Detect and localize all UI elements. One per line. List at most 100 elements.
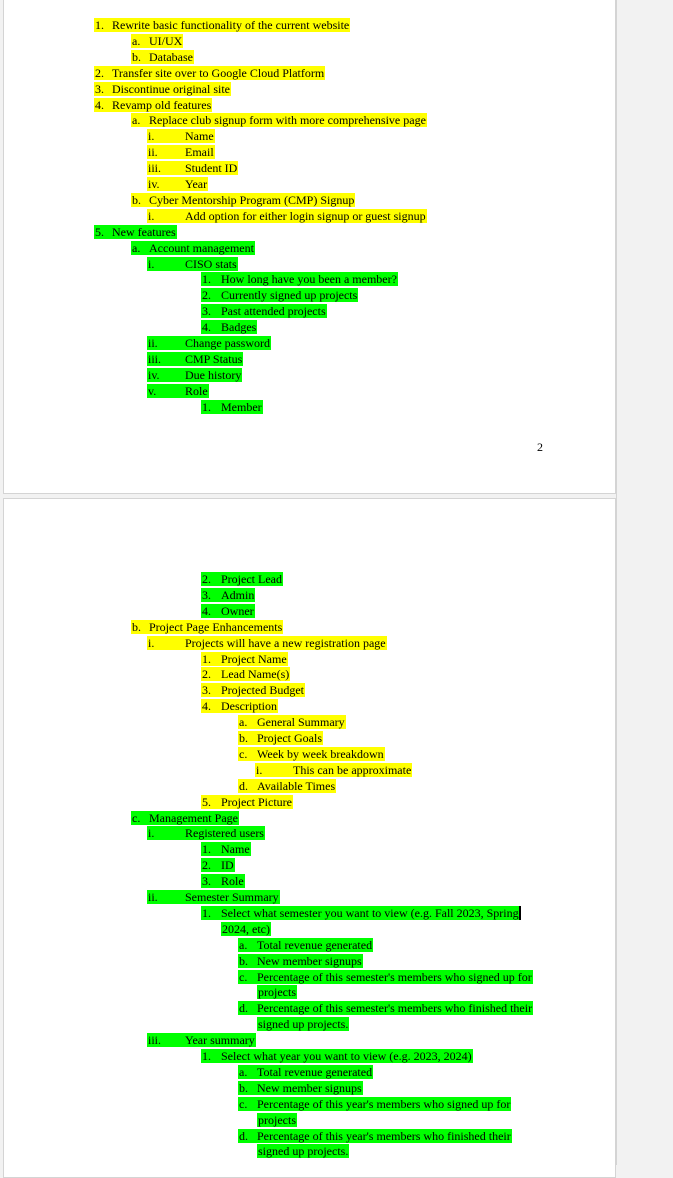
list-item: iii.Year summary	[147, 1032, 256, 1048]
highlighted-text: c.Percentage of this semester's members …	[238, 969, 533, 984]
list-item-text: Description	[221, 699, 277, 714]
list-item: c.Management Page	[131, 810, 239, 826]
list-item-text: Role	[221, 874, 244, 889]
list-item-text: New member signups	[257, 953, 362, 968]
list-marker: 2.	[202, 858, 211, 873]
highlighted-text: iii.Year summary	[147, 1033, 256, 1048]
list-item-text: Projects will have a new registration pa…	[185, 635, 386, 650]
highlighted-text: c.Management Page	[131, 810, 239, 825]
list-marker: a.	[239, 715, 248, 730]
list-marker: i.	[148, 208, 155, 223]
list-item: 3.Discontinue original site	[94, 81, 231, 97]
list-item: iv.Year	[147, 176, 209, 192]
list-item-text: Revamp old features	[112, 97, 212, 112]
list-item-text: signed up projects.	[258, 1017, 349, 1032]
list-item-text: Rewrite basic functionality of the curre…	[112, 18, 350, 32]
highlighted-text: b.Project Goals	[238, 731, 323, 745]
list-item-text: Project Goals	[257, 731, 322, 745]
highlighted-text: ii.Change password	[147, 336, 271, 350]
list-item: 4. Revamp old features	[94, 97, 213, 113]
list-item: b.New member signups	[238, 1080, 363, 1096]
highlighted-text: 5.Project Picture	[201, 794, 293, 809]
list-item-text: Due history	[185, 367, 242, 382]
highlighted-text: d.Percentage of this semester's members …	[238, 1001, 534, 1016]
list-item-text: Email	[185, 145, 214, 160]
list-marker: iv.	[148, 367, 160, 382]
list-item: 2.Currently signed up projects	[201, 287, 359, 303]
list-item: c.Percentage of this semester's members …	[238, 969, 533, 985]
list-item-text: New member signups	[257, 1080, 362, 1095]
list-item-text: Projected Budget	[221, 683, 304, 698]
list-item-text: Lead Name(s)	[221, 667, 290, 682]
list-item: 4.Description	[201, 698, 278, 714]
list-marker: i.	[148, 129, 155, 144]
highlighted-text: a. Total revenue generated	[238, 937, 374, 952]
list-marker: 1.	[202, 272, 211, 287]
list-marker: a.	[132, 33, 141, 48]
highlighted-text: signed up projects.	[257, 1017, 350, 1032]
list-item-text: Project Page Enhancements	[149, 619, 283, 634]
highlighted-text: i.Name	[147, 129, 215, 144]
list-item-text: Percentage of this semester's members wh…	[257, 1001, 533, 1016]
list-item: b.Cyber Mentorship Program (CMP) Signup	[131, 192, 356, 208]
list-item-text: 2024, etc)	[222, 921, 270, 936]
list-marker: 2.	[202, 667, 211, 682]
list-item: signed up projects.	[257, 1143, 350, 1159]
list-marker: i.	[148, 635, 155, 650]
list-item: 2.Transfer site over to Google Cloud Pla…	[94, 65, 326, 81]
highlighted-text: b.Cyber Mentorship Program (CMP) Signup	[131, 192, 356, 207]
highlighted-text: 1.Select what year you want to view (e.g…	[201, 1049, 473, 1063]
list-item-text: projects	[258, 985, 296, 1000]
list-item-text: Member	[221, 399, 262, 414]
highlighted-text: 2024, etc)	[221, 921, 271, 936]
list-item-text: Total revenue generated	[257, 1064, 373, 1079]
list-item: iii.CMP Status	[147, 351, 244, 367]
text-cursor	[519, 906, 521, 920]
list-item-text: This can be approximate	[293, 762, 412, 777]
list-item: a. UI/UX	[131, 33, 184, 49]
highlighted-text: b.New member signups	[238, 1080, 363, 1095]
list-item: projects	[257, 984, 297, 1000]
list-item: iv. Due history	[147, 367, 243, 383]
highlighted-text: 4. Revamp old features	[94, 97, 213, 112]
list-marker: 3.	[95, 81, 104, 96]
list-item-text: Year summary	[185, 1033, 255, 1048]
highlighted-text: 2. Lead Name(s)	[201, 667, 291, 682]
list-marker: iii.	[148, 351, 162, 366]
highlighted-text: a. General Summary	[238, 715, 346, 730]
list-item: 1. Rewrite basic functionality of the cur…	[94, 17, 351, 33]
document-page-1[interactable]: 1. Rewrite basic functionality of the cur…	[3, 0, 616, 494]
list-item-text: Management Page	[149, 810, 238, 825]
list-marker: b.	[132, 619, 141, 634]
list-item-text: ID	[221, 858, 234, 873]
highlighted-text: c.Percentage of this year's members who …	[238, 1096, 512, 1111]
list-marker: 4.	[95, 97, 104, 112]
list-item-text: General Summary	[257, 715, 345, 730]
list-item-text: UI/UX	[149, 33, 183, 48]
highlighted-text: 2. ID	[201, 858, 235, 873]
highlighted-text: i.CISO stats	[147, 256, 238, 271]
list-marker: 5.	[202, 794, 211, 809]
list-item-text: Available Times	[257, 778, 336, 793]
list-item: 2. Lead Name(s)	[201, 666, 291, 682]
highlighted-text: iv.Year	[147, 177, 209, 191]
list-marker: a.	[239, 937, 248, 952]
list-marker: 1.	[95, 18, 104, 32]
list-marker: b.	[132, 49, 141, 64]
highlighted-text: 4.Owner	[201, 603, 255, 618]
highlighted-text: a.Replace club signup form with more com…	[131, 113, 427, 128]
list-marker: a.	[132, 240, 141, 255]
list-item: ii.Change password	[147, 335, 271, 351]
list-item-text: Past attended projects	[221, 304, 326, 319]
list-item: ii.Email	[147, 144, 215, 160]
highlighted-text: d.Percentage of this year's members who …	[238, 1128, 512, 1143]
list-item-text: How long have you been a member?	[221, 272, 397, 287]
list-item: a. General Summary	[238, 714, 346, 730]
list-item: 3.Past attended projects	[201, 303, 327, 319]
highlighted-text: a.Total revenue generated	[238, 1064, 374, 1079]
list-item-text: Replace club signup form with more compr…	[149, 113, 426, 128]
list-marker: 2.	[95, 65, 104, 80]
list-marker: c.	[239, 969, 248, 984]
list-item-text: Total revenue generated	[257, 937, 373, 952]
